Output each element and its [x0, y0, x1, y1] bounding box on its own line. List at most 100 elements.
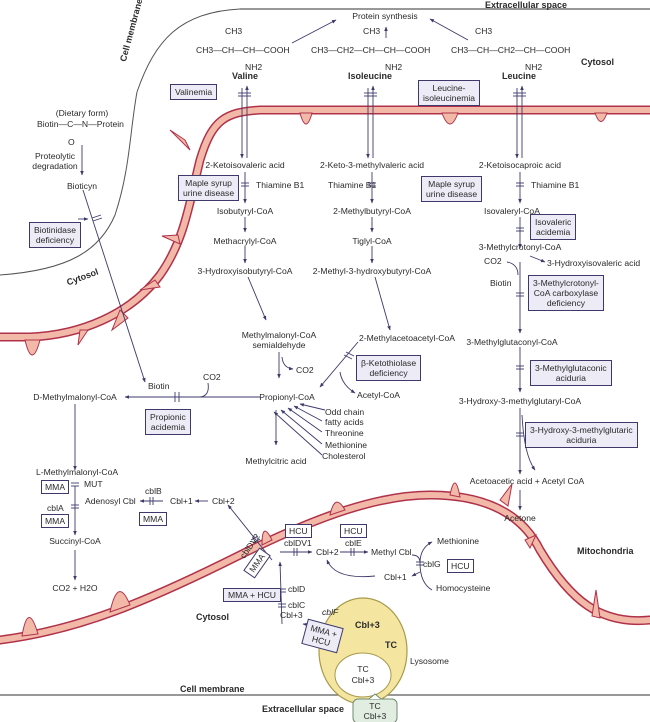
acetoacetic-acetyl-coa: Acetoacetic acid + Acetyl CoA: [469, 476, 585, 486]
mitochondria-membrane-bottom: [0, 490, 650, 645]
succinyl-coa: Succinyl-CoA: [49, 536, 101, 546]
propionic-line2: acidemia: [150, 422, 186, 432]
leucine-co2: CO2: [484, 256, 502, 266]
msud1-line1: Maple syrup: [185, 178, 232, 188]
label-cytosol-top: Cytosol: [581, 57, 615, 67]
mga-line1: 3-Methylglutaconic: [535, 363, 607, 373]
leucine-iso-line2: isoleucinemia: [423, 93, 476, 103]
propionyl-coa: Propionyl-CoA: [259, 392, 315, 402]
ketothiolase-line1: β-Ketothiolase: [361, 358, 417, 368]
d-methylmalonyl-coa: D-Methylmalonyl-CoA: [33, 392, 117, 402]
lysosome-cbl3: Cbl+3: [355, 620, 380, 630]
cbldv1-label: cblDV1: [284, 538, 312, 548]
hmg-coa: 3-Hydroxy-3-methylglutaryl-CoA: [458, 396, 582, 406]
pathway-arrows: [71, 145, 546, 675]
methylmalonyl-semialdehyde-a: Methylmalonyl-CoA: [241, 330, 317, 340]
hydroxyisobutyryl-coa: 3-Hydroxyisobutyryl-CoA: [197, 266, 293, 276]
valine-keto: 2-Ketoisovaleric acid: [205, 160, 285, 170]
bioticyn: Bioticyn: [66, 181, 98, 191]
label-lysosome: Lysosome: [410, 656, 449, 666]
protein-synthesis: Protein synthesis: [352, 11, 418, 21]
dietary-form: (Dietary form): [55, 108, 109, 118]
ext-tc: TC: [369, 701, 381, 711]
cblc-label: cblC: [288, 600, 306, 610]
cbl-plus1-b: Cbl+1: [384, 572, 407, 582]
label-mitochondria: Mitochondria: [577, 546, 634, 556]
cble-label: cblE: [345, 538, 362, 548]
disorder-hcu-cbldv1: HCU: [285, 524, 312, 538]
mitochondria-membrane-top: [0, 105, 650, 342]
homocysteine: Homocysteine: [436, 583, 491, 593]
tc-label: TC: [385, 640, 397, 650]
disorder-hcu-cblg: HCU: [447, 559, 474, 573]
methylcrotonyl-coa: 3-Methylcrotonyl-CoA: [478, 242, 562, 252]
source-threonine: Threonine: [325, 428, 364, 438]
methyl-hydroxybutyryl-coa: 2-Methyl-3-hydroxybutyryl-CoA: [312, 266, 432, 276]
isoleucine-name: Isoleucine: [347, 71, 393, 81]
valine-nh2: NH2: [245, 62, 263, 72]
biotinidase-line2: deficiency: [35, 235, 75, 245]
leucine-nh2: NH2: [525, 62, 543, 72]
valine-ch3: CH3: [225, 26, 243, 36]
valinemia-text: Valinemia: [175, 87, 213, 97]
cell-membrane-outer: [136, 8, 650, 93]
hmg-line1: 3-Hydroxy-3-methylglutaric: [530, 425, 633, 435]
leucine-biotin: Biotin: [490, 278, 512, 288]
methionine-product: Methionine: [437, 536, 480, 546]
isobutyryl-coa: Isobutyryl-CoA: [216, 206, 274, 216]
leucine-name: Leucine: [501, 71, 537, 81]
valine-name: Valine: [231, 71, 259, 81]
source-methionine: Methionine: [325, 440, 368, 450]
disorder-valinemia: Valinemia: [170, 84, 218, 100]
acetyl-coa: Acetyl-CoA: [357, 390, 400, 400]
cristae-bottom: [21, 482, 601, 637]
label-extracellular-bottom: Extracellular space: [262, 704, 345, 714]
methylacetoacetyl-coa: 2-Methylacetoacetyl-CoA: [359, 333, 456, 343]
msud1-line2: urine disease: [183, 188, 235, 198]
label-extracellular-top: Extracellular space: [485, 0, 568, 10]
hydroxyisovaleric-acid: 3-Hydroxyisovaleric acid: [547, 258, 641, 268]
mut-label: MUT: [84, 479, 103, 489]
label-cell-membrane-bottom: Cell membrane: [180, 684, 245, 694]
transport-lines: [238, 85, 526, 159]
biotin-label: Biotin: [148, 381, 170, 391]
methylglutaconyl-coa: 3-Methylglutaconyl-CoA: [466, 337, 558, 347]
vesicle-tc: TC: [357, 664, 369, 674]
disorder-mma-cbla: MMA: [41, 514, 70, 528]
isovaleric-line1: Isovaleric: [535, 217, 572, 227]
isovaleric-line2: acidemia: [535, 227, 571, 237]
cblg-label: cblG: [423, 559, 441, 569]
acetone: Acetone: [504, 513, 536, 523]
isoleucine-chain: CH3—CH2—CH—CH—COOH: [311, 45, 431, 55]
disorder-mma-mut: MMA: [41, 480, 70, 494]
disorder-mma-hcu-cbld: MMA + HCU: [223, 588, 281, 602]
valine-chain: CH3—CH—CH—COOH: [196, 45, 290, 55]
methyl-cbl: Methyl Cbl: [371, 547, 412, 557]
cblf-label: cblF: [322, 607, 339, 617]
methylmalonyl-semialdehyde-b: semialdehyde: [252, 340, 306, 350]
methylbutyryl-coa: 2-Methylbutyryl-CoA: [333, 206, 411, 216]
label-cytosol-bottom: Cytosol: [196, 612, 230, 622]
co2-h2o: CO2 + H2O: [52, 583, 98, 593]
tc-uptake-notch: [368, 693, 382, 700]
leucine-iso-line1: Leucine-: [432, 83, 466, 93]
tiglyl-coa: Tiglyl-CoA: [352, 236, 392, 246]
co2-propionic: CO2: [203, 372, 221, 382]
msud2-line1: Maple syrup: [428, 179, 475, 189]
valine-thiamine: Thiamine B1: [256, 180, 305, 190]
cblb-label: cblB: [145, 486, 162, 496]
cbl-plus3: Cbl+3: [280, 610, 303, 620]
isoleucine-nh2: NH2: [385, 62, 403, 72]
cbl-plus1: Cbl+1: [170, 496, 193, 506]
ketothiolase-line2: deficiency: [369, 368, 408, 378]
disorder-leucine-isoleucinemia: Leucine-isoleucinemia: [418, 80, 481, 106]
l-methylmalonyl-coa: L-Methylmalonyl-CoA: [36, 467, 119, 477]
source-cholesterol: Cholesterol: [322, 451, 366, 461]
